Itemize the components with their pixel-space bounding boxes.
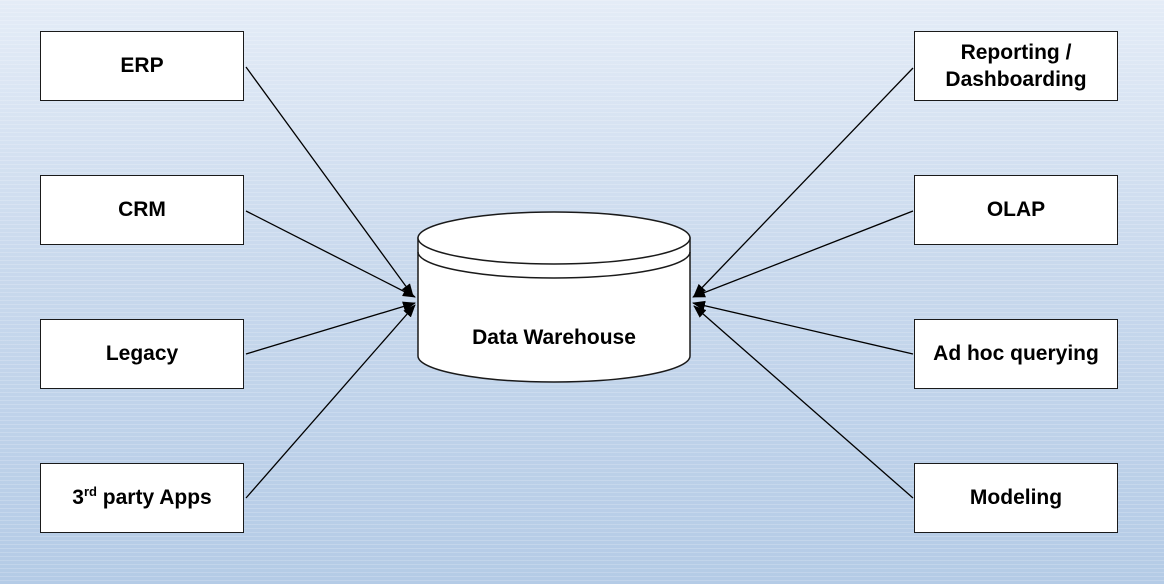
source-label-legacy: Legacy (105, 342, 179, 366)
arrow-3rd-party-to-warehouse (245, 304, 416, 499)
arrow-modeling-to-warehouse (693, 305, 914, 499)
consumer-label-adhoc: Ad hoc querying (933, 342, 1099, 366)
arrow-crm-to-warehouse (245, 210, 416, 298)
arrow-erp-to-warehouse (245, 66, 414, 297)
source-box-erp: ERP (40, 31, 244, 101)
source-box-3rd-party-apps: 3rd party Apps (40, 463, 244, 533)
consumer-label-olap: OLAP (986, 198, 1046, 222)
arrow-legacy-to-warehouse (245, 301, 416, 355)
consumer-box-adhoc: Ad hoc querying (914, 319, 1118, 389)
consumer-box-reporting: Reporting / Dashboarding (914, 31, 1118, 101)
source-label-crm: CRM (118, 198, 166, 222)
arrow-olap-to-warehouse (692, 210, 914, 298)
consumer-box-olap: OLAP (914, 175, 1118, 245)
source-label-erp: ERP (120, 54, 164, 78)
source-label-3rd-party-apps: 3rd party Apps (72, 484, 212, 510)
consumer-label-modeling: Modeling (969, 486, 1063, 510)
arrow-reporting-to-warehouse (693, 67, 914, 297)
source-box-legacy: Legacy (40, 319, 244, 389)
data-warehouse-cylinder (417, 211, 691, 383)
consumer-label-reporting: Reporting / Dashboarding (945, 40, 1087, 91)
data-warehouse-label: Data Warehouse (472, 326, 636, 349)
arrow-adhoc-to-warehouse (692, 300, 914, 355)
source-box-crm: CRM (40, 175, 244, 245)
consumer-box-modeling: Modeling (914, 463, 1118, 533)
